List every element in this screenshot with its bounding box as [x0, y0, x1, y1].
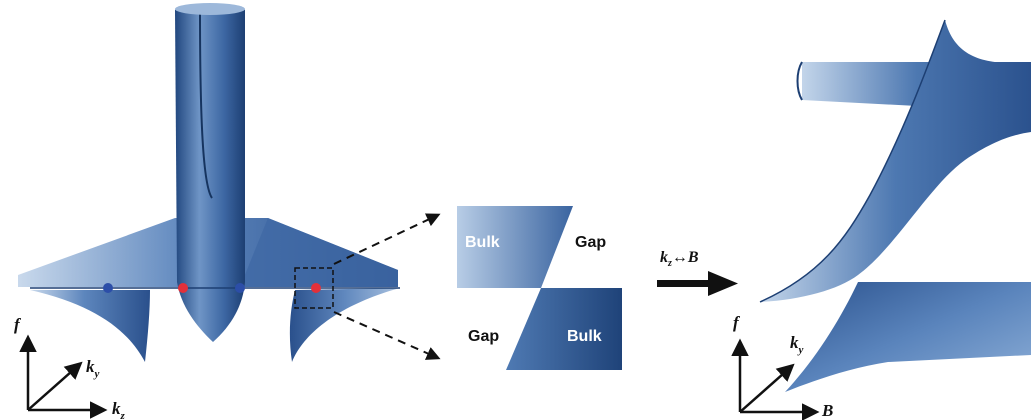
bulk-gap-inset: [457, 206, 622, 370]
weyl-point-red-right: [311, 283, 321, 293]
vertical-tube: [175, 4, 245, 342]
tube-inner-groove: [199, 9, 213, 199]
top-tube-end: [796, 61, 803, 101]
lower-sheet: [785, 282, 1031, 392]
transform-label: kz↔B: [660, 249, 699, 269]
inset-top-gap-label: Gap: [575, 234, 606, 251]
diagonal-sheet-edge: [759, 19, 946, 303]
transform-arrow: [657, 271, 738, 296]
inset-bottom-gap-label: Gap: [468, 328, 499, 345]
right-axis-b-label: B: [821, 401, 833, 420]
weyl-point-blue-right: [235, 283, 245, 293]
wing-right-shade: [240, 218, 398, 287]
left-axes: [19, 334, 108, 419]
inset-bottom-bulk-label: Bulk: [567, 328, 602, 345]
bulk-block-top: [457, 206, 573, 288]
lower-left-sheet: [30, 290, 150, 362]
right-band-structure: [759, 19, 1031, 392]
left-axis-f-label: f: [14, 315, 22, 334]
right-axes: [731, 338, 820, 420]
left-axis-ky-label: ky: [86, 357, 100, 380]
right-axis-f-label: f: [733, 313, 741, 332]
right-axis-ky-label: ky: [790, 333, 804, 356]
diagonal-sheet: [760, 20, 1031, 302]
lower-right-sheet: [289, 288, 400, 362]
left-axis-kz-label: kz: [112, 399, 126, 420]
zoom-box: [294, 267, 334, 309]
weyl-point-red-left: [178, 283, 188, 293]
inset-top-bulk-label: Bulk: [465, 234, 500, 251]
left-band-structure: [18, 3, 400, 362]
bulk-block-bottom: [506, 288, 622, 370]
weyl-point-blue-left: [103, 283, 113, 293]
tube-opening: [175, 3, 245, 15]
zoom-arrow-bottom: [333, 311, 441, 360]
zoom-arrow-top: [333, 213, 441, 265]
